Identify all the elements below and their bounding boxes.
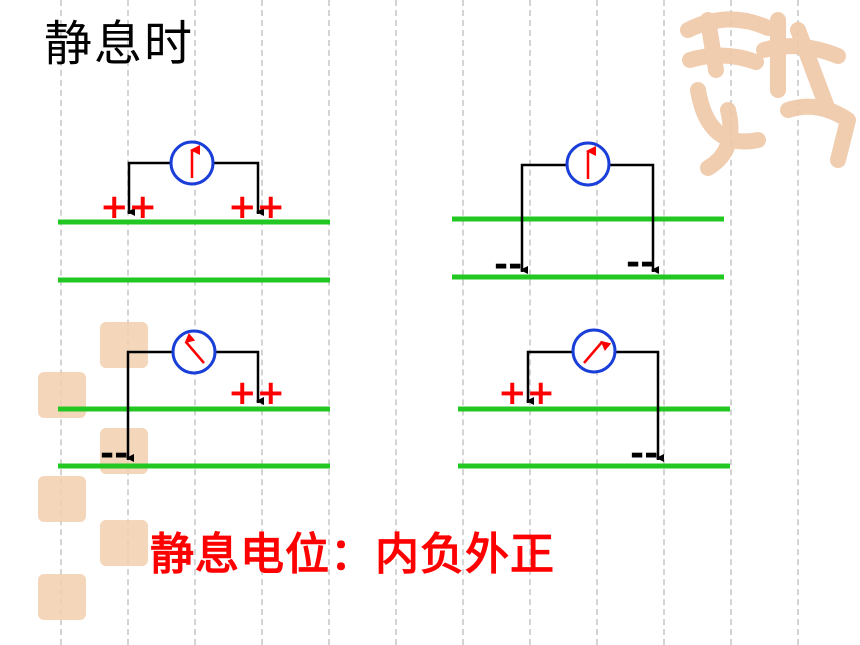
resting-potential-caption: 静息电位：内负外正 — [150, 529, 555, 580]
panel-top-right — [452, 141, 724, 280]
grid-line — [395, 0, 397, 645]
left-lead-wire — [520, 163, 566, 272]
charge-label-positive: ++ — [228, 187, 285, 227]
panel-bottom-right — [458, 328, 730, 469]
grid-line — [730, 0, 732, 645]
galvanometer-icon — [169, 140, 215, 186]
right-lead-wire — [214, 161, 260, 214]
charge-label-negative: -- — [630, 434, 659, 474]
grid-line — [797, 0, 799, 645]
charge-label-negative: -- — [626, 243, 655, 283]
seal-watermark-icon — [100, 520, 148, 566]
grid-line — [194, 0, 196, 645]
grid-line — [663, 0, 665, 645]
left-lead-wire — [127, 161, 170, 214]
seal-watermark-icon — [38, 574, 86, 620]
charge-label-positive: ++ — [228, 373, 285, 413]
grid-line — [529, 0, 531, 645]
grid-line — [462, 0, 464, 645]
grid-line — [60, 0, 62, 645]
charge-label-negative: -- — [494, 245, 523, 285]
grid-line — [261, 0, 263, 645]
seal-watermark-icon — [100, 322, 148, 368]
seal-watermark-icon — [38, 476, 86, 522]
right-lead-wire — [216, 350, 260, 403]
charge-label-negative: -- — [100, 434, 129, 474]
grid-line — [328, 0, 330, 645]
left-lead-wire — [526, 350, 572, 403]
charge-label-positive: ++ — [100, 187, 157, 227]
galvanometer-icon — [565, 141, 611, 187]
page-title: 静息时 — [44, 16, 195, 72]
galvanometer-icon — [571, 328, 617, 374]
panel-top-left — [58, 140, 330, 283]
right-lead-wire — [616, 350, 660, 460]
charge-label-positive: ++ — [498, 373, 555, 413]
right-lead-wire — [610, 163, 655, 272]
seal-watermark-icon — [680, 11, 856, 176]
grid-line — [596, 0, 598, 645]
panel-bottom-left — [58, 329, 330, 469]
left-lead-wire — [126, 350, 172, 460]
galvanometer-icon — [171, 329, 217, 375]
